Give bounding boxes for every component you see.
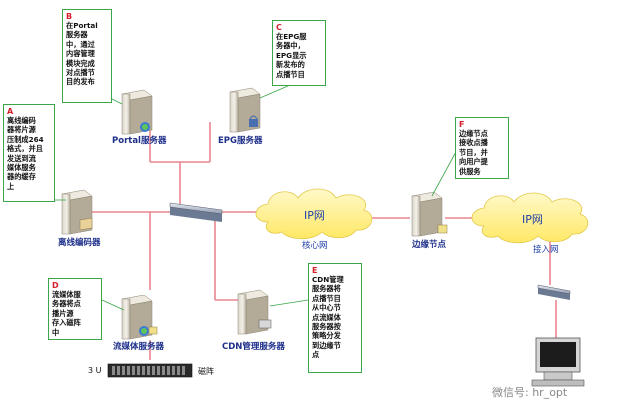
note-b: B 在Portal 服务器 中，通过 内容管理 模块完成 对点播节 目的发布 [62,9,112,103]
pointer-b [109,97,123,105]
access-network-label: 接入网 [533,245,559,255]
disk-array-size-label: 3 U [88,366,102,375]
note-a-text: 离线编码 器将片源 压制成264 格式，并且 发送到流 媒体服务 器的缓存 上 [7,116,44,191]
cdn-server-icon [237,289,272,335]
links [92,115,557,360]
pointer-f [431,149,458,197]
access-cloud-text: IP网 [522,213,543,226]
disk-array-icon [107,363,193,378]
core-network-label: 核心网 [302,241,328,251]
note-b-letter: B [66,12,73,21]
access-switch-icon [537,284,571,300]
note-f-text: 边缘节点 接收点播 节目，并 向用户提 供服务 [459,129,488,176]
note-c-text: 在EPG服 务器中， EPG显示 新发布的 点播节目 [276,32,307,79]
note-c: C 在EPG服 务器中， EPG显示 新发布的 点播节目 [272,20,326,86]
note-d-letter: D [52,281,59,290]
note-e-text: CDN管理 服务器将 点播节目 从中心节 点流媒体 服务器按 策略分发 到边缘节… [312,275,344,360]
offline-encoder-label: 离线编码器 [58,238,101,248]
note-d: D 流媒体服 务器将点 播片源 存入磁阵 中 [48,278,102,340]
stream-server-label: 流媒体服务器 [113,342,165,352]
wechat-watermark: 微信号: hr_opt [492,386,568,399]
note-f: F 边缘节点 接收点播 节目，并 向用户提 供服务 [455,117,509,179]
edge-node-label: 边缘节点 [412,240,447,250]
note-f-letter: F [459,120,465,129]
portal-server-icon [121,89,153,135]
core-cloud-text: IP网 [304,209,325,222]
note-d-text: 流媒体服 务器将点 播片源 存入磁阵 中 [52,290,81,337]
epg-server-icon [229,87,261,133]
note-e: E CDN管理 服务器将 点播节目 从中心节 点流媒体 服务器按 策略分发 到边… [308,263,362,373]
note-c-letter: C [276,23,282,32]
note-a-letter: A [7,107,14,116]
pointer-e [269,299,309,307]
edge-node-icon [411,191,448,237]
offline-encoder-icon [61,189,93,235]
note-e-letter: E [312,266,318,275]
epg-server-label: EPG服务器 [218,136,263,146]
pointer-d [101,299,125,311]
portal-server-label: Portal服务器 [112,136,167,146]
central-switch-icon [169,202,223,222]
access-cloud [471,192,589,244]
stream-server-icon [121,294,158,340]
disk-array-label: 磁阵 [198,367,214,376]
user-computer-icon [531,337,585,387]
note-a: A 离线编码 器将片源 压制成264 格式，并且 发送到流 媒体服务 器的缓存 … [3,104,55,202]
cdn-server-label: CDN管理服务器 [222,342,285,352]
note-b-text: 在Portal 服务器 中，通过 内容管理 模块完成 对点播节 目的发布 [66,21,98,87]
core-cloud [255,188,373,240]
